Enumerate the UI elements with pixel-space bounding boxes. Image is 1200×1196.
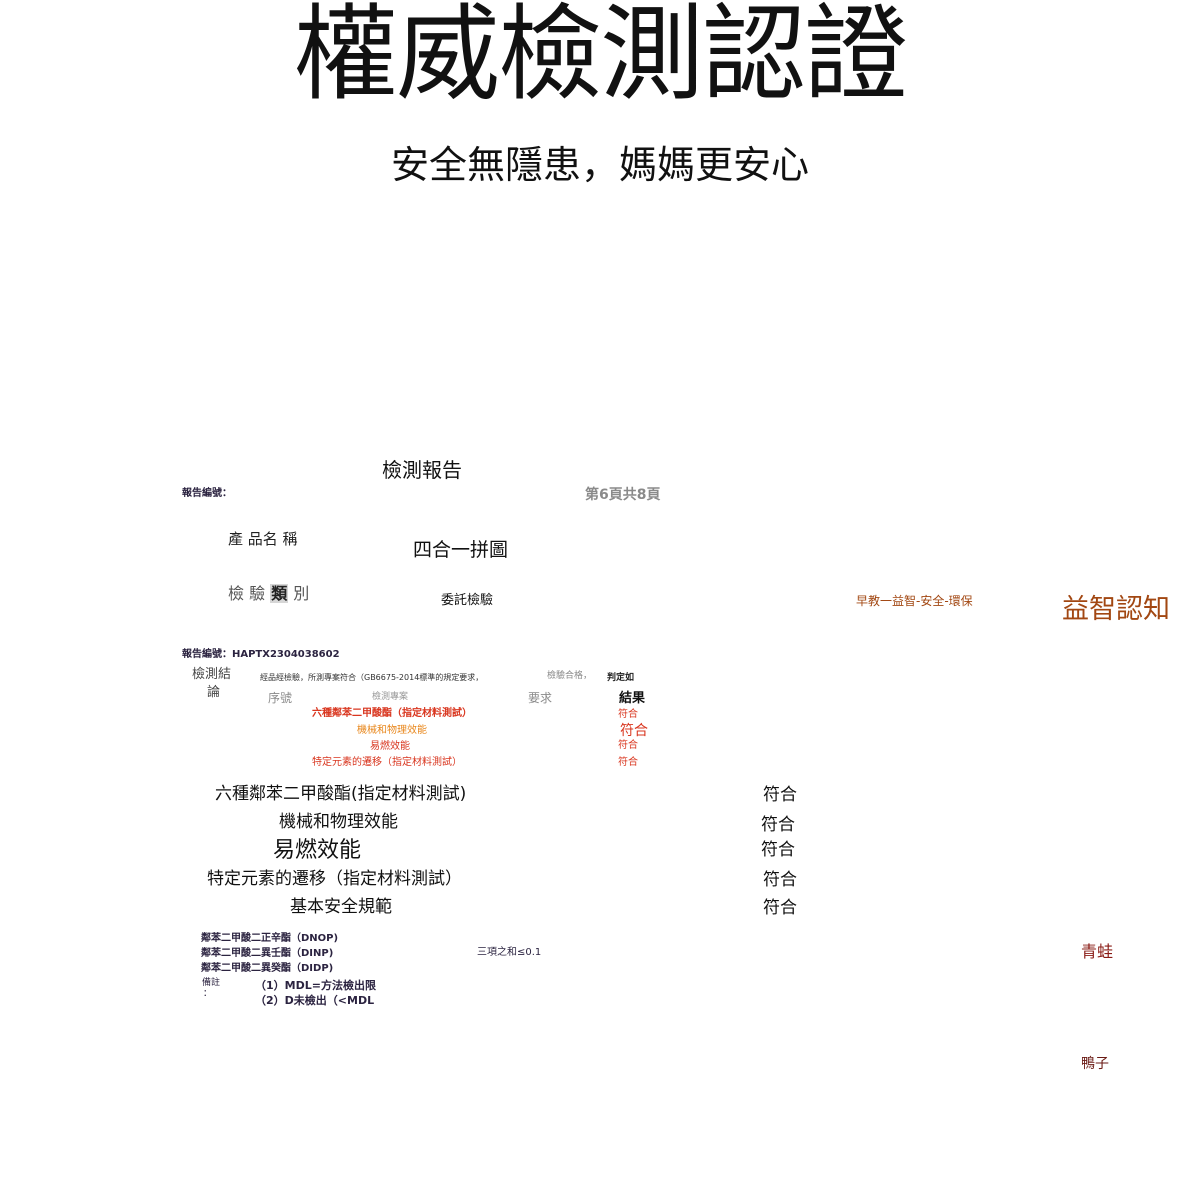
- page-subtitle: 安全無隱患，媽媽更安心: [390, 143, 809, 187]
- conclusion-pass: 檢驗合格，: [547, 671, 593, 681]
- small-item-4: 特定元素的遷移（指定材料測試）: [312, 757, 462, 768]
- column-result: 結果: [619, 691, 646, 706]
- conclusion-label-end: 論: [207, 685, 221, 700]
- large-result-5: 符合: [763, 898, 797, 918]
- notes-colon: ：: [203, 989, 213, 999]
- small-item-3: 易燃效能: [370, 741, 410, 752]
- side-item-frog: 青蛙: [1081, 942, 1114, 961]
- report-number-label: 報告編號：: [182, 488, 232, 499]
- column-requirement: 要求: [528, 691, 553, 705]
- test-type-label-start: 檢 驗: [228, 584, 266, 603]
- test-type: 委託檢驗: [441, 593, 494, 608]
- test-type-label-end: 別: [293, 584, 310, 603]
- large-item-1: 六種鄰苯二甲酸酯(指定材料測試): [215, 784, 467, 804]
- large-result-3: 符合: [761, 840, 795, 860]
- product-name-label: 產 品名 稱: [228, 530, 298, 548]
- chemical-3: 鄰苯二甲酸二異癸酯（DIDP): [201, 963, 334, 974]
- large-item-2: 機械和物理效能: [279, 812, 398, 832]
- small-item-1: 六種鄰苯二甲酸酯（指定材料測試）: [312, 708, 472, 719]
- large-item-3: 易燃效能: [273, 838, 362, 863]
- large-item-4: 特定元素的遷移（指定材料測試）: [207, 869, 462, 889]
- large-result-1: 符合: [763, 785, 797, 805]
- large-item-5: 基本安全規範: [290, 897, 392, 917]
- product-name: 四合一拼圖: [413, 539, 509, 561]
- small-result-4: 符合: [618, 757, 638, 768]
- column-seq: 序號: [268, 691, 293, 705]
- test-type-label-bold: 類: [270, 584, 289, 603]
- page-info: 第6頁共8頁: [585, 487, 661, 503]
- note-2: （2）D未檢出（<MDL: [255, 994, 375, 1007]
- test-type-label: 檢 驗 類 別: [228, 584, 310, 603]
- report-title: 檢測報告: [382, 458, 462, 482]
- conclusion-text: 經品經檢驗，所測專案符合（GB6675-2014標準的規定要求，: [260, 673, 484, 682]
- note-1: （1）MDL=方法檢出限: [255, 979, 376, 992]
- page-title: 權威檢測認證: [293, 0, 908, 115]
- small-result-3: 符合: [618, 740, 638, 751]
- small-item-2: 機械和物理效能: [357, 725, 427, 736]
- large-result-2: 符合: [761, 815, 795, 835]
- side-item-duck: 鴨子: [1081, 1056, 1109, 1072]
- column-item: 檢測專案: [372, 692, 409, 702]
- chemical-limit: 三項之和≤0.1: [477, 947, 542, 958]
- small-result-2: 符合: [620, 723, 648, 739]
- report-number-full: 報告編號：HAPTX2304038602: [182, 649, 340, 660]
- large-result-4: 符合: [763, 870, 797, 890]
- notes-label: 備註: [202, 978, 221, 988]
- conclusion-judge: 判定如: [607, 673, 635, 683]
- side-big-label: 益智認知: [1062, 594, 1170, 625]
- chemical-1: 鄰苯二甲酸二正辛酯（DNOP): [201, 933, 339, 944]
- small-result-1: 符合: [618, 709, 638, 720]
- side-tagline: 早教一益智-安全-環保: [856, 594, 973, 608]
- chemical-2: 鄰苯二甲酸二異壬酯（DINP): [201, 948, 334, 959]
- conclusion-label: 檢測結: [192, 667, 232, 682]
